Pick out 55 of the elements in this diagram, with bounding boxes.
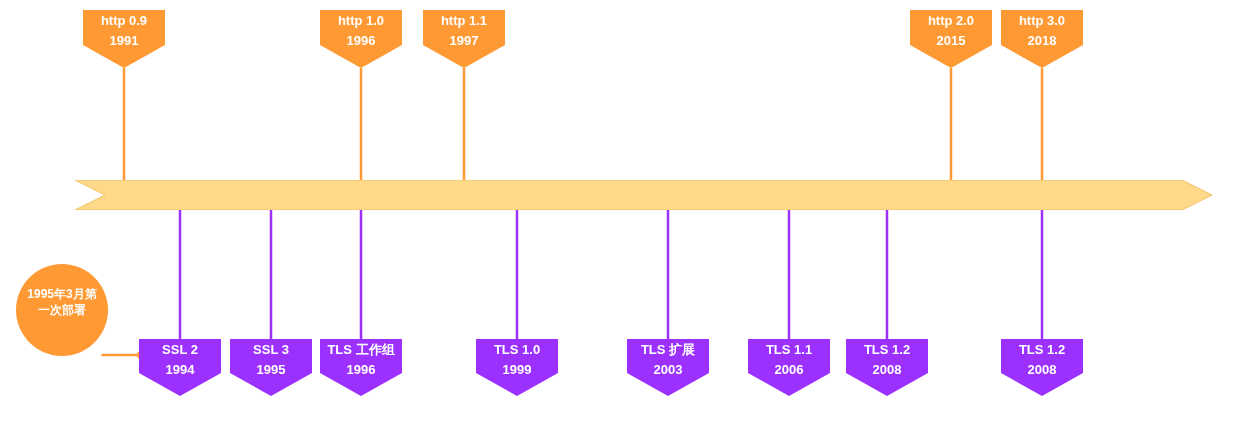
marker-text: 1994 [164, 361, 196, 379]
connector-line [666, 210, 670, 339]
milestone-marker [846, 339, 928, 396]
marker-text: SSL 2 [161, 341, 199, 359]
milestone-marker [320, 10, 402, 68]
marker-text: 1999 [501, 361, 533, 379]
marker-text: 2015 [935, 32, 967, 50]
marker-text: 1996 [345, 361, 377, 379]
marker-text: http 1.1 [439, 12, 489, 30]
milestone-marker [476, 339, 558, 396]
marker-text: TLS 扩展 [639, 341, 697, 359]
milestone-marker [139, 339, 221, 396]
milestone-marker [423, 10, 505, 68]
marker-text: 2008 [871, 361, 903, 379]
marker-text: SSL 3 [252, 341, 290, 359]
connector-line [462, 68, 466, 180]
marker-text: http 2.0 [926, 12, 976, 30]
note-circle [16, 264, 108, 356]
marker-text: TLS 工作组 [326, 341, 396, 359]
milestone-marker [910, 10, 992, 68]
connector-line [515, 210, 519, 339]
connector-line [949, 68, 953, 180]
milestone-marker [1001, 339, 1083, 396]
marker-text: 1991 [108, 32, 140, 50]
milestone-marker [627, 339, 709, 396]
marker-text: http 1.0 [336, 12, 386, 30]
milestone-marker [320, 339, 402, 396]
marker-text: 2018 [1026, 32, 1058, 50]
milestone-marker [83, 10, 165, 68]
marker-text: 2008 [1026, 361, 1058, 379]
connector-line [359, 210, 363, 339]
marker-text: 1997 [448, 32, 480, 50]
marker-text: http 3.0 [1017, 12, 1067, 30]
connector-line [269, 210, 273, 339]
connector-line [1040, 68, 1044, 180]
marker-text: 2003 [652, 361, 684, 379]
marker-text: TLS 1.1 [764, 341, 814, 359]
timeline-arrow [75, 180, 1212, 210]
marker-text: 1995年3月第一次部署 [26, 286, 98, 318]
connector-line [122, 68, 126, 180]
milestone-marker [230, 339, 312, 396]
marker-text: TLS 1.2 [862, 341, 912, 359]
marker-text: 2006 [773, 361, 805, 379]
marker-text: 1995 [255, 361, 287, 379]
connector-line [885, 210, 889, 339]
marker-text: http 0.9 [99, 12, 149, 30]
marker-text: TLS 1.0 [492, 341, 542, 359]
connector-line [1040, 210, 1044, 339]
milestone-marker [1001, 10, 1083, 68]
connector-line [787, 210, 791, 339]
marker-text: TLS 1.2 [1017, 341, 1067, 359]
connector-line [359, 68, 363, 180]
milestone-marker [748, 339, 830, 396]
connector-line [178, 210, 182, 339]
marker-text: 1996 [345, 32, 377, 50]
